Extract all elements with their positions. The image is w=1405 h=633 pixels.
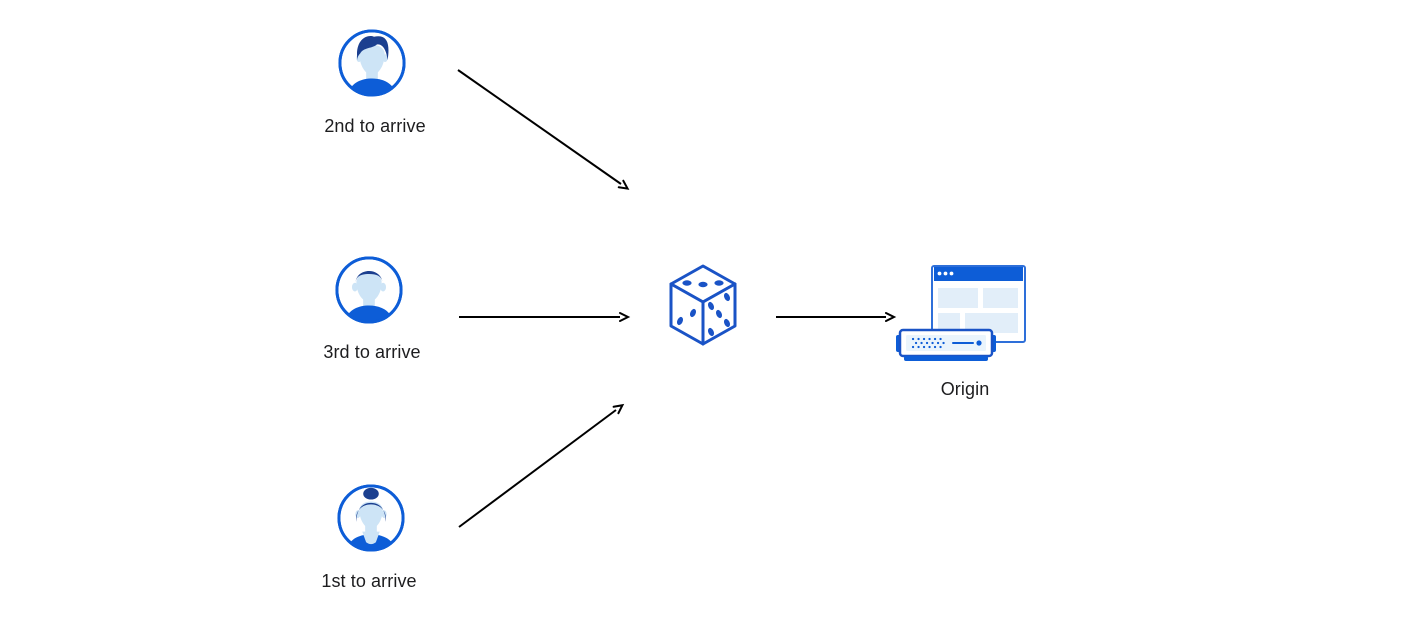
user-avatar-woman-bun-icon	[337, 484, 405, 552]
actor-2nd-to-arrive	[337, 28, 407, 98]
user-avatar-man-sideswept-icon	[338, 29, 406, 97]
origin-node	[893, 262, 1029, 364]
actor-label: 2nd to arrive	[324, 116, 426, 136]
actor-label: 1st to arrive	[321, 571, 417, 591]
actor-label: 3rd to arrive	[323, 342, 421, 362]
arrow-2nd-to-dice	[457, 69, 630, 190]
origin-label: Origin	[940, 379, 990, 399]
origin-server-icon	[896, 265, 1026, 361]
actor-3rd-to-arrive	[334, 255, 404, 325]
actor-1st-to-arrive	[336, 483, 406, 553]
dice-icon	[665, 263, 741, 347]
user-avatar-man-flattop-icon	[335, 256, 403, 324]
dice-icon-svg	[669, 264, 737, 346]
arrow-1st-to-dice	[458, 403, 625, 528]
